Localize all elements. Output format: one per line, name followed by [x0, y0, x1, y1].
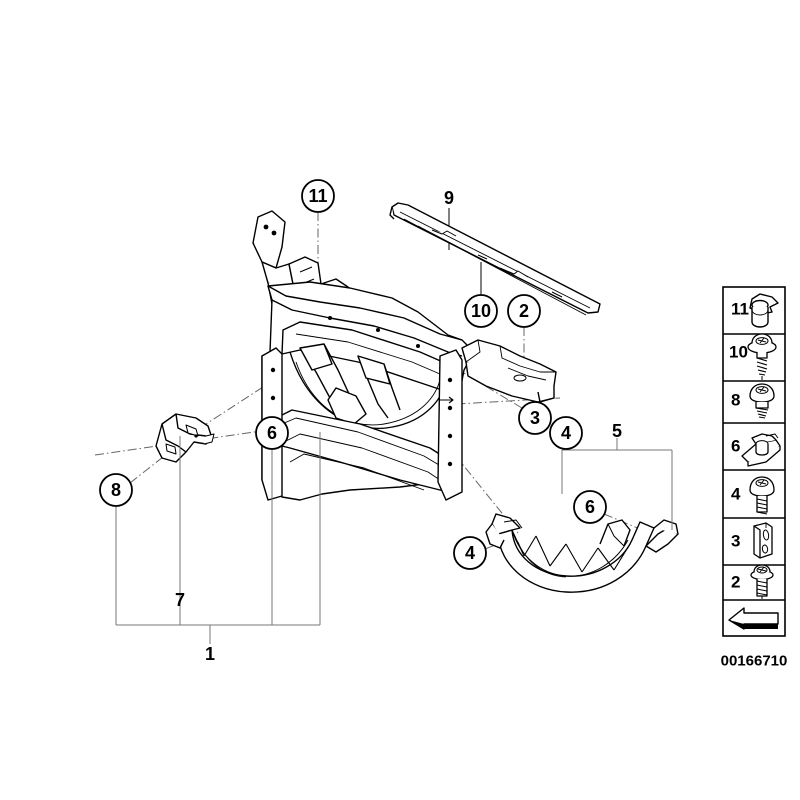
- right-grouping-brace: [561, 438, 673, 530]
- callout-1-label: 1: [205, 644, 215, 664]
- legend-num-11: 11: [731, 300, 749, 319]
- callout-9: 9: [444, 188, 454, 208]
- callout-3: 3: [518, 401, 552, 435]
- legend-row-direction: [728, 607, 779, 630]
- callout-4-upper: 4: [549, 416, 583, 450]
- legend-row-6: 6: [731, 433, 781, 467]
- callout-6-right: 6: [573, 490, 607, 524]
- callout-2: 2: [507, 294, 541, 328]
- callout-5-label: 5: [612, 421, 622, 441]
- callout-6-left: 6: [255, 416, 289, 450]
- diagram-id-label: 00166710: [721, 653, 788, 670]
- upper-air-duct-seal-strip: [389, 202, 601, 316]
- slotted-plate-icon: [753, 522, 773, 559]
- legend-num-4: 4: [731, 485, 741, 504]
- callout-8-label: 8: [111, 480, 121, 500]
- legend-panel: 11 10: [721, 286, 788, 670]
- callout-markers: 11 9 10 2 3 4 5: [99, 179, 622, 664]
- legend-row-dividers: [723, 333, 785, 601]
- legend-num-3: 3: [731, 532, 740, 551]
- right-mounting-tab: [461, 339, 557, 403]
- callout-1: 1: [205, 644, 215, 664]
- callout-11: 11: [301, 179, 335, 213]
- direction-arrow-icon: [728, 607, 779, 630]
- legend-row-4: 4: [731, 476, 775, 515]
- callout-4-lower-label: 4: [465, 543, 475, 563]
- legend-row-10: 10: [729, 333, 777, 380]
- legend-row-3: 3: [731, 522, 773, 559]
- hex-bolt-short-icon: [749, 383, 775, 419]
- legend-row-2: 2: [731, 564, 774, 599]
- callout-7-label: 7: [175, 590, 185, 610]
- self-tapping-screw-icon: [747, 333, 777, 380]
- callout-2-label: 2: [519, 301, 529, 321]
- lower-lattice-reinforcement-bracket: [485, 513, 679, 593]
- legend-num-8: 8: [731, 391, 740, 410]
- callout-10: 10: [464, 294, 498, 328]
- flange-screw-icon: [750, 564, 774, 599]
- callout-3-label: 3: [530, 408, 540, 428]
- callout-6-left-label: 6: [267, 423, 277, 443]
- callout-5: 5: [612, 421, 622, 441]
- callout-10-label: 10: [471, 301, 491, 321]
- left-mounting-clip-bracket: [155, 413, 215, 463]
- callout-4-upper-label: 4: [561, 423, 571, 443]
- callout-6-right-label: 6: [585, 497, 595, 517]
- torx-screw-icon: [749, 476, 775, 515]
- leader-8: [129, 456, 164, 484]
- grommet-plug-icon: [749, 293, 779, 328]
- front-end-carrier: [261, 281, 475, 501]
- callout-7: 7: [175, 590, 185, 610]
- bottom-grouping-brace: [115, 432, 321, 644]
- legend-num-10: 10: [729, 343, 748, 362]
- callout-11-label: 11: [308, 186, 327, 206]
- legend-row-8: 8: [731, 383, 775, 419]
- legend-num-6: 6: [731, 437, 740, 456]
- legend-row-11: 11: [731, 293, 779, 328]
- callout-4-lower: 4: [453, 536, 487, 570]
- callout-9-label: 9: [444, 188, 454, 208]
- legend-num-2: 2: [731, 573, 740, 592]
- cage-nut-clip-icon: [741, 433, 781, 467]
- callout-8: 8: [99, 473, 133, 507]
